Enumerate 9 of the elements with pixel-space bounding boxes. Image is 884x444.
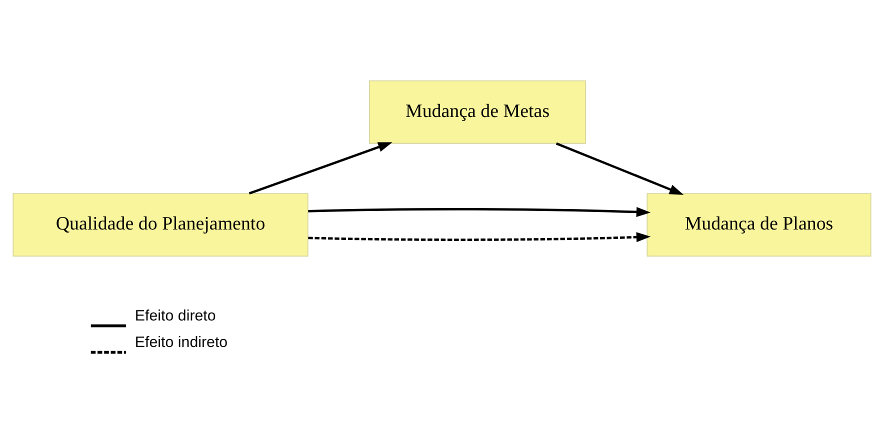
- node-box: Mudança de Planos: [646, 193, 872, 257]
- arrow: [308, 232, 651, 242]
- arrow: [556, 142, 684, 195]
- legend-label: Efeito direto: [134, 307, 216, 324]
- legend-label: Efeito indireto: [134, 334, 228, 351]
- arrow: [308, 206, 651, 217]
- node-box: Mudança de Metas: [369, 80, 586, 144]
- node-box: Qualidade do Planejamento: [12, 193, 308, 257]
- arrow: [248, 142, 392, 195]
